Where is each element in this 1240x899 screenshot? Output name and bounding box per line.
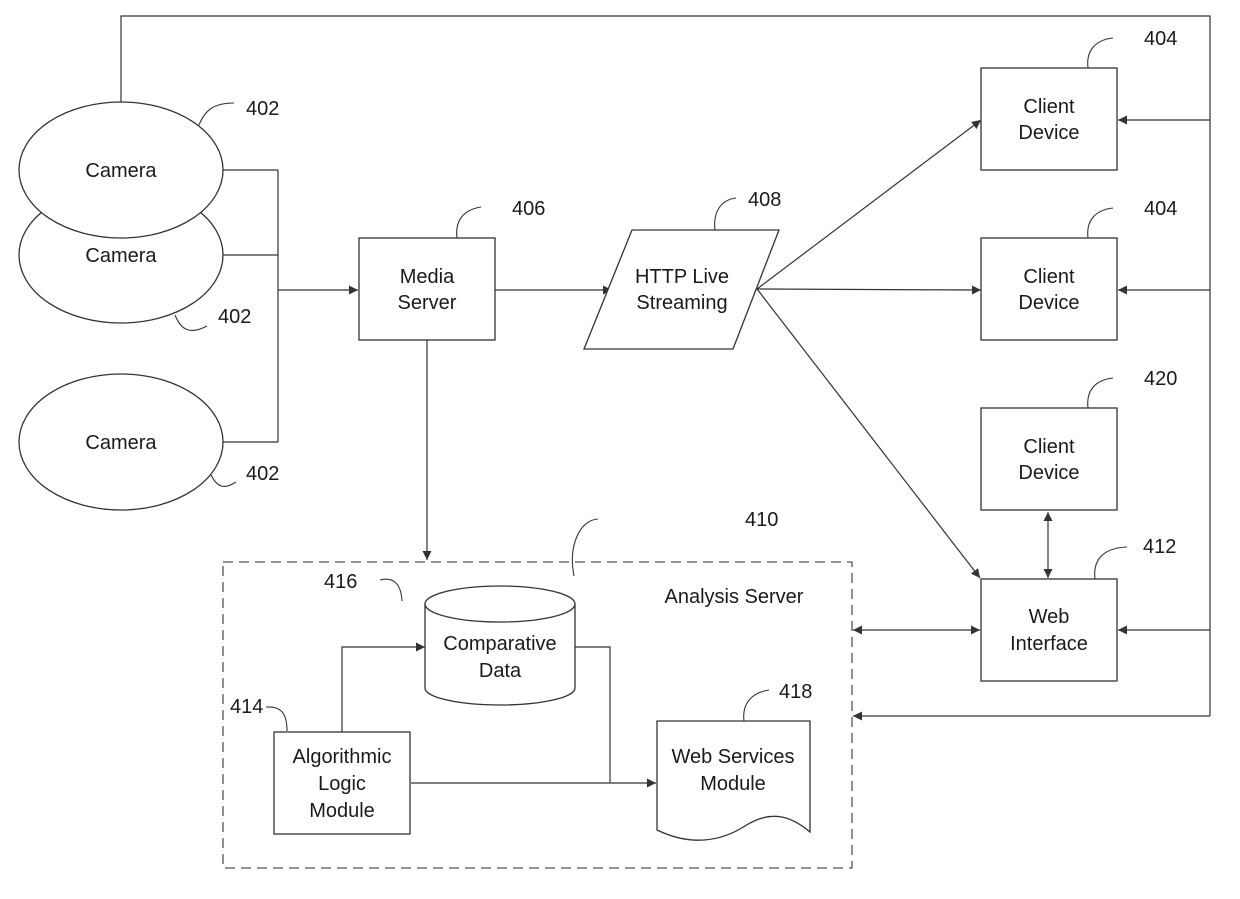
client-device-1-ref: 404 xyxy=(1144,28,1177,50)
camera-1[interactable]: Camera xyxy=(19,102,223,238)
edge-hls-to-client-2 xyxy=(757,289,981,290)
web-interface-label-1: Web xyxy=(1029,606,1070,628)
comparative-data-label-2: Data xyxy=(479,660,522,682)
client-device-3-label-1: Client xyxy=(1023,436,1075,458)
web-interface-ref-leader xyxy=(1095,547,1127,579)
hls-ref-leader xyxy=(715,198,736,230)
hls-label-2: Streaming xyxy=(636,292,727,314)
analysis-server-label: Analysis Server xyxy=(665,586,804,608)
camera-3-ref: 402 xyxy=(246,463,279,485)
camera-1-ref: 402 xyxy=(246,98,279,120)
client-device-3-ref: 420 xyxy=(1144,368,1177,390)
edge-hls-to-client-1 xyxy=(757,120,981,289)
client-device-2-label-1: Client xyxy=(1023,266,1075,288)
web-services-label-2: Module xyxy=(700,773,766,795)
hls-ref: 408 xyxy=(748,189,781,211)
client-device-1[interactable]: Client Device xyxy=(981,68,1117,170)
media-server[interactable]: Media Server xyxy=(359,238,495,340)
web-interface-label-2: Interface xyxy=(1010,633,1088,655)
algorithmic-logic-label-3: Module xyxy=(309,800,375,822)
media-server-ref: 406 xyxy=(512,198,545,220)
analysis-server-ref: 410 xyxy=(745,509,778,531)
comparative-data-ref-leader xyxy=(380,579,402,601)
algorithmic-logic-module[interactable]: Algorithmic Logic Module xyxy=(274,732,410,834)
camera-1-label: Camera xyxy=(85,160,157,182)
client-device-3[interactable]: Client Device xyxy=(981,408,1117,510)
web-services-module[interactable]: Web Services Module xyxy=(657,721,810,840)
algorithmic-logic-label-1: Algorithmic xyxy=(293,746,392,768)
camera-1-ref-leader xyxy=(199,103,234,125)
client-device-2-label-2: Device xyxy=(1018,292,1079,314)
media-server-label-2: Server xyxy=(398,292,457,314)
camera-3[interactable]: Camera xyxy=(19,374,223,510)
media-server-ref-leader xyxy=(457,207,481,238)
analysis-server-ref-leader xyxy=(572,519,598,576)
http-live-streaming[interactable]: HTTP Live Streaming xyxy=(584,230,779,349)
comparative-data-ref: 416 xyxy=(324,571,357,593)
client-device-2-ref: 404 xyxy=(1144,198,1177,220)
algorithmic-logic-ref-leader xyxy=(266,707,287,731)
comparative-data[interactable]: Comparative Data xyxy=(425,586,575,705)
web-services-ref: 418 xyxy=(779,681,812,703)
client-device-3-ref-leader xyxy=(1088,378,1113,408)
algorithmic-logic-label-2: Logic xyxy=(318,773,366,795)
camera-3-ref-leader xyxy=(211,475,236,486)
client-device-1-label-2: Device xyxy=(1018,122,1079,144)
client-device-1-label-1: Client xyxy=(1023,96,1075,118)
media-server-label-1: Media xyxy=(400,266,455,288)
client-device-1-ref-leader xyxy=(1088,38,1113,68)
client-device-2[interactable]: Client Device xyxy=(981,238,1117,340)
edge-hls-to-web-interface xyxy=(757,289,980,578)
web-services-label-1: Web Services xyxy=(671,746,794,768)
web-services-ref-leader xyxy=(744,690,769,721)
comparative-data-label-1: Comparative xyxy=(443,633,556,655)
camera-2-ref-leader xyxy=(175,315,207,330)
client-device-2-ref-leader xyxy=(1088,208,1113,238)
camera-2-ref: 402 xyxy=(218,306,251,328)
algorithmic-logic-ref: 414 xyxy=(230,696,263,718)
edge-comparative-to-web-services xyxy=(575,647,610,783)
client-device-3-label-2: Device xyxy=(1018,462,1079,484)
camera-2-label: Camera xyxy=(85,245,157,267)
web-interface[interactable]: Web Interface xyxy=(981,579,1117,681)
web-interface-ref: 412 xyxy=(1143,536,1176,558)
camera-3-label: Camera xyxy=(85,432,157,454)
edge-algorithmic-to-comparative xyxy=(342,647,425,732)
hls-label-1: HTTP Live xyxy=(635,266,729,288)
